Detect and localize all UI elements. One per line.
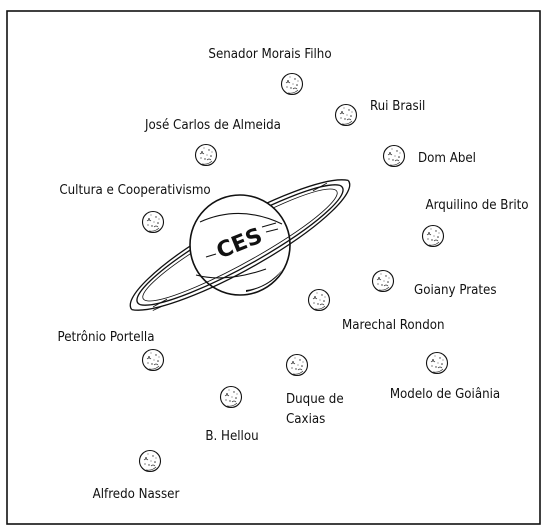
moon-label-petronio-portella: Petrônio Portella (58, 329, 155, 345)
moon-icon (141, 348, 165, 372)
moon-label-dom-abel: Dom Abel (418, 151, 476, 166)
moon-icon (425, 351, 449, 375)
moon-label-modelo-de-goiania: Modelo de Goiânia (390, 386, 500, 402)
moon-icon (280, 72, 304, 96)
moon-label-b-hellou: B. Hellou (205, 429, 258, 444)
moon-label-duque-de-caxias: Duque de Caxias (286, 392, 347, 427)
moon-label-alfredo-nasser: Alfredo Nasser (93, 487, 180, 502)
ringed-planet-icon (129, 179, 351, 311)
moon-icon (219, 385, 243, 409)
moon-icon (285, 353, 309, 377)
moon-label-cultura-e-cooperativismo: Cultura e Cooperativismo (59, 183, 210, 198)
moon-icon (194, 143, 218, 167)
moon-icon (421, 224, 445, 248)
moon-icon (334, 103, 358, 127)
moon-label-marechal-rondon: Marechal Rondon (342, 318, 445, 333)
moon-icon (141, 210, 165, 234)
moon-label-rui-brasil: Rui Brasil (370, 99, 425, 114)
moon-label-goiany-prates: Goiany Prates (414, 283, 497, 298)
moon-label-senador-morais-filho: Senador Morais Filho (208, 47, 331, 62)
moon-label-arquilino-de-brito: Arquilino de Brito (425, 198, 528, 213)
moon-icon (371, 269, 395, 293)
diagram-frame (6, 10, 541, 525)
moon-icon (382, 144, 406, 168)
moon-icon (138, 449, 162, 473)
moon-label-jose-carlos-de-almeida: José Carlos de Almeida (144, 117, 281, 133)
moon-icon (307, 288, 331, 312)
